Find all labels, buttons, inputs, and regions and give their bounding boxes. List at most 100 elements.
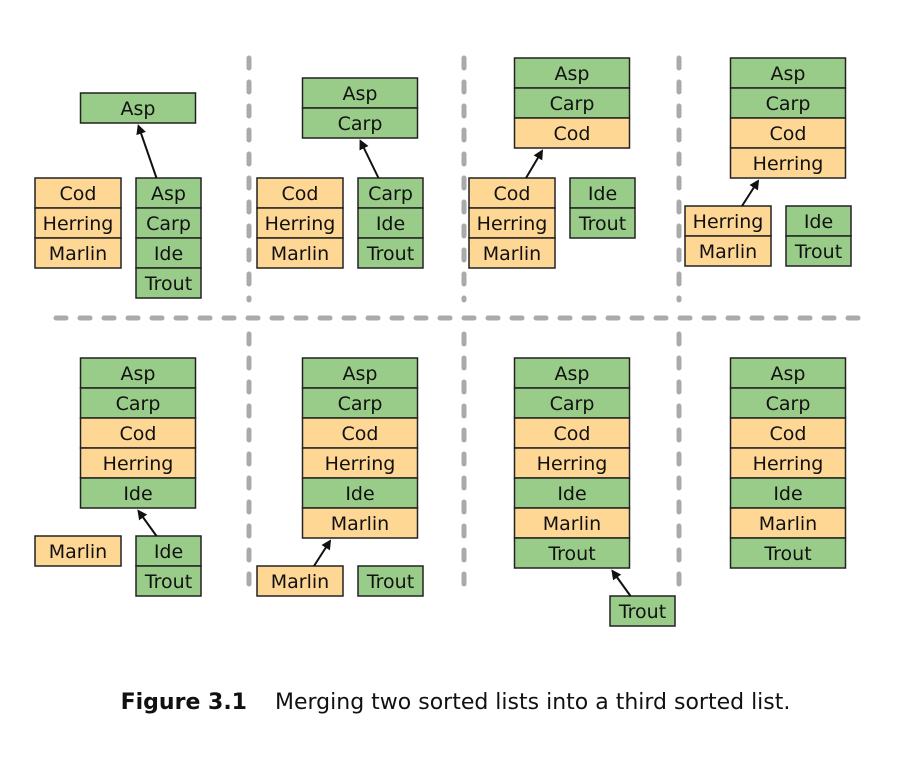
- merged-list-cell: Asp: [79, 357, 197, 389]
- merged-list-cell: Asp: [729, 57, 847, 89]
- right-list-cell: Trout: [609, 595, 676, 627]
- merged-list-cell-box: [729, 477, 847, 509]
- left-list-cell-box: [34, 237, 122, 269]
- left-list-cell: Marlin: [34, 237, 122, 269]
- merged-list-cell: Cod: [513, 117, 631, 149]
- merged-list-cell-label: Cod: [770, 423, 807, 445]
- right-list-cell: Asp: [135, 177, 202, 209]
- merged-list-cell: Ide: [729, 477, 847, 509]
- merged-list-cell-label: Carp: [766, 93, 811, 115]
- merged-list-cell: Herring: [301, 447, 419, 479]
- merged-list-cell-label: Cod: [770, 123, 807, 145]
- merged-list-cell-box: [729, 57, 847, 89]
- merged-list-cell-box: [729, 117, 847, 149]
- merged-list-cell-box: [79, 477, 197, 509]
- merged-list-cell: Carp: [301, 387, 419, 419]
- merged-list-cell-label: Marlin: [543, 513, 601, 535]
- left-list-cell-box: [468, 237, 556, 269]
- left-list-cell: Herring: [684, 205, 772, 237]
- merged-list-cell: Ide: [301, 477, 419, 509]
- right-list-cell-box: [135, 565, 202, 597]
- right-list-cell-box: [569, 207, 636, 239]
- left-list-cell: Herring: [34, 207, 122, 239]
- right-list-cell-label: Trout: [144, 273, 192, 295]
- right-list-cell-box: [785, 235, 852, 267]
- right-list-cell-label: Trout: [578, 213, 626, 235]
- merged-list-cell-label: Cod: [120, 423, 157, 445]
- merged-list-cell-box: [513, 447, 631, 479]
- merged-list-cell: Cod: [79, 417, 197, 449]
- merged-list-cell-label: Cod: [554, 423, 591, 445]
- right-list-cell-label: Ide: [588, 183, 617, 205]
- right-list-cell-label: Ide: [804, 211, 833, 233]
- left-list-cell: Cod: [34, 177, 122, 209]
- merged-list-cell-box: [729, 417, 847, 449]
- merged-list-cell-label: Carp: [338, 393, 383, 415]
- merged-list-cell: Asp: [79, 92, 197, 124]
- right-list-cell-label: Trout: [618, 601, 666, 623]
- merged-list-cell-box: [79, 92, 197, 124]
- left-list-cell-label: Cod: [494, 183, 531, 205]
- left-list-cell-label: Marlin: [271, 571, 329, 593]
- merge-diagram: AspCodHerringMarlinAspCarpIdeTroutAspCar…: [34, 55, 861, 627]
- right-list-cell: Ide: [357, 207, 424, 239]
- merged-list-cell-label: Ide: [345, 483, 374, 505]
- merge-arrow: [525, 149, 544, 179]
- merged-list-cell-box: [301, 357, 419, 389]
- merged-list-cell-label: Marlin: [331, 513, 389, 535]
- merged-list-cell-label: Herring: [103, 453, 174, 475]
- merged-list-cell-label: Asp: [771, 363, 806, 385]
- left-list-cell-label: Marlin: [49, 541, 107, 563]
- left-list-cell: Cod: [468, 177, 556, 209]
- merged-list-cell-box: [729, 147, 847, 179]
- merged-list-cell-label: Herring: [753, 453, 824, 475]
- merged-list-cell-box: [79, 417, 197, 449]
- right-list-cell-label: Ide: [154, 541, 183, 563]
- right-list-cell-box: [785, 205, 852, 237]
- left-list-cell: Cod: [256, 177, 344, 209]
- right-list-cell: Trout: [357, 237, 424, 269]
- left-list-cell-label: Marlin: [49, 243, 107, 265]
- right-list-cell-box: [135, 207, 202, 239]
- right-list-cell-label: Carp: [146, 213, 191, 235]
- merged-list-cell: Carp: [729, 387, 847, 419]
- right-list-cell-label: Asp: [151, 183, 186, 205]
- merged-list-cell-label: Ide: [557, 483, 586, 505]
- left-list-cell: Marlin: [256, 565, 344, 597]
- merged-list-cell: Herring: [729, 147, 847, 179]
- merged-list-cell-label: Herring: [325, 453, 396, 475]
- left-list-cell: Marlin: [684, 235, 772, 267]
- merged-list-cell: Asp: [729, 357, 847, 389]
- merged-list-cell: Carp: [513, 387, 631, 419]
- left-list-cell-box: [34, 535, 122, 567]
- merged-list-cell: Asp: [513, 57, 631, 89]
- right-list-cell-box: [135, 267, 202, 299]
- merge-arrow: [741, 179, 760, 207]
- merged-list-cell-label: Ide: [773, 483, 802, 505]
- right-list-cell-box: [569, 177, 636, 209]
- right-list-cell: Ide: [135, 237, 202, 269]
- merged-list-cell: Herring: [729, 447, 847, 479]
- right-list-cell-label: Carp: [368, 183, 413, 205]
- right-list-cell-box: [357, 237, 424, 269]
- merged-list-cell: Cod: [729, 417, 847, 449]
- merged-list-cell: Marlin: [729, 507, 847, 539]
- merged-list-cell-box: [301, 507, 419, 539]
- merged-list-cell-box: [729, 447, 847, 479]
- merged-list-cell: Ide: [79, 477, 197, 509]
- merged-list-cell-box: [79, 387, 197, 419]
- left-list-cell-box: [256, 207, 344, 239]
- right-list-cell-label: Ide: [376, 213, 405, 235]
- merged-list-cell-label: Asp: [343, 83, 378, 105]
- figure-number: Figure 3.1: [120, 690, 247, 715]
- merged-list-cell-label: Cod: [342, 423, 379, 445]
- merged-list-cell: Carp: [79, 387, 197, 419]
- merged-list-cell-box: [513, 117, 631, 149]
- merged-list-cell-label: Asp: [121, 98, 156, 120]
- right-list-cell-box: [135, 177, 202, 209]
